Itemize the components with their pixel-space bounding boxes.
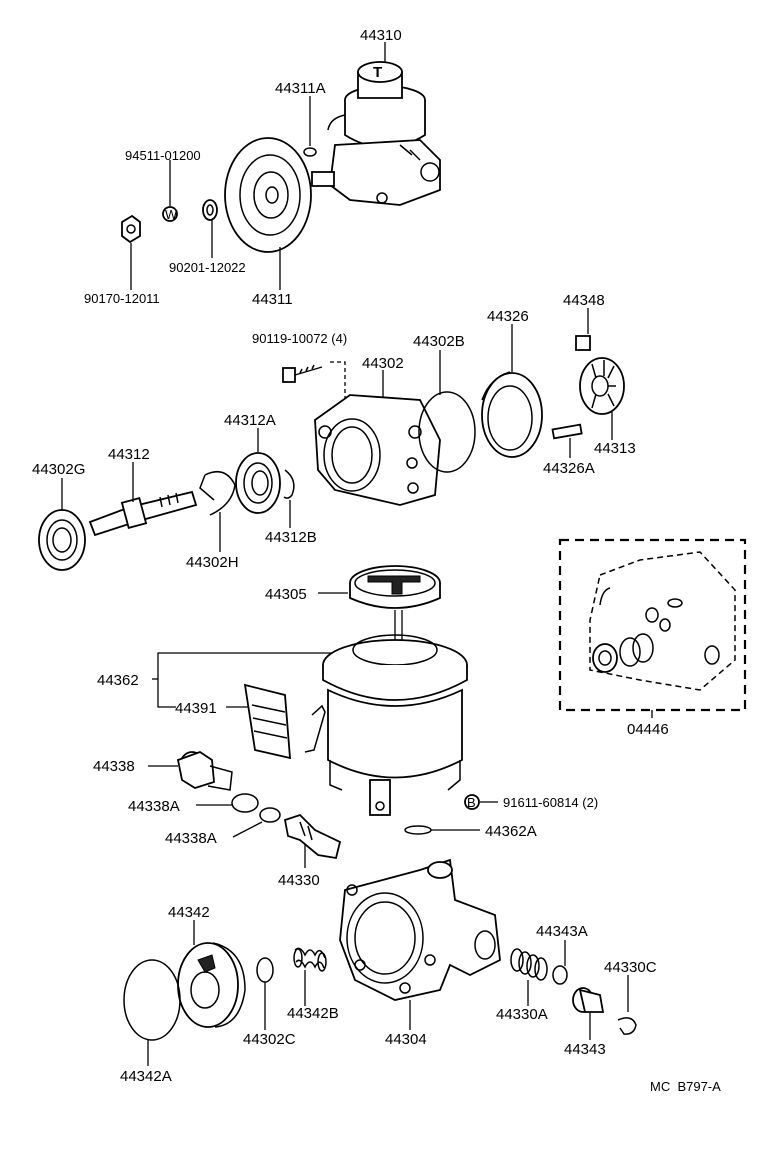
oring-44302C bbox=[256, 957, 274, 983]
spring-44330A bbox=[510, 948, 548, 981]
label-44310: 44310 bbox=[360, 27, 402, 44]
screen-44391 bbox=[243, 683, 291, 760]
label-44302C: 44302C bbox=[243, 1031, 296, 1048]
seal-44302G bbox=[38, 509, 86, 571]
figure-code: MC B797-A bbox=[650, 1079, 721, 1094]
label-44312B: 44312B bbox=[265, 529, 317, 546]
label-44342: 44342 bbox=[168, 904, 210, 921]
oring-44343A bbox=[552, 965, 568, 985]
plug-44343 bbox=[572, 987, 605, 1013]
washer-90201 bbox=[202, 199, 218, 221]
label-44330C: 44330C bbox=[604, 959, 657, 976]
valve-44330 bbox=[283, 813, 342, 860]
label-44302B: 44302B bbox=[413, 333, 465, 350]
gasket-kit-inset bbox=[558, 538, 747, 712]
oring-44362A bbox=[404, 825, 432, 835]
label-44343: 44343 bbox=[564, 1041, 606, 1058]
pulley-drawing bbox=[224, 137, 312, 253]
washer-mark-w: W bbox=[165, 207, 178, 222]
label-44330: 44330 bbox=[278, 872, 320, 889]
spring-44342B bbox=[293, 947, 327, 972]
label-44311: 44311 bbox=[252, 291, 293, 308]
housing-44304-drawing bbox=[339, 858, 501, 1001]
label-44313: 44313 bbox=[594, 440, 636, 457]
label-44362: 44362 bbox=[97, 672, 139, 689]
label-44326A: 44326A bbox=[543, 460, 595, 477]
label-90201-12022: 90201-12022 bbox=[169, 260, 246, 275]
label-44343A: 44343A bbox=[536, 923, 588, 940]
oring-44338A-2 bbox=[259, 807, 281, 823]
label-44326: 44326 bbox=[487, 308, 529, 325]
shaft-44312 bbox=[88, 490, 198, 537]
leader-lines bbox=[61, 42, 653, 1066]
part-labels: 44310 44311A 94511-01200 90201-12022 443… bbox=[32, 27, 721, 1094]
key-44311A bbox=[303, 147, 317, 157]
label-44302: 44302 bbox=[362, 355, 404, 372]
label-44304: 44304 bbox=[385, 1031, 427, 1048]
label-44338: 44338 bbox=[93, 758, 135, 775]
label-91611-60814: 91611-60814 (2) bbox=[503, 795, 598, 810]
oring-44338A-1 bbox=[231, 793, 259, 813]
label-44391: 44391 bbox=[175, 700, 217, 717]
label-44348: 44348 bbox=[563, 292, 605, 309]
label-90170-12011: 90170-12011 bbox=[84, 291, 160, 306]
housing-44302-drawing bbox=[314, 394, 441, 506]
svg-text:T: T bbox=[373, 64, 382, 81]
label-44302H: 44302H bbox=[186, 554, 239, 571]
pump-assembly-drawing: T bbox=[311, 61, 441, 206]
clip-44330C bbox=[617, 1017, 637, 1035]
label-44338A-2: 44338A bbox=[165, 830, 217, 847]
label-44330A: 44330A bbox=[496, 1006, 548, 1023]
label-44338A-1: 44338A bbox=[128, 798, 180, 815]
label-44342A: 44342A bbox=[120, 1068, 172, 1085]
label-44311A: 44311A bbox=[275, 80, 326, 97]
reservoir-44362-drawing bbox=[304, 634, 468, 816]
label-90119-10072: 90119-10072 (4) bbox=[252, 331, 347, 346]
nut-90170 bbox=[121, 214, 141, 244]
label-44302G: 44302G bbox=[32, 461, 85, 478]
bearing-44312A bbox=[235, 452, 281, 514]
washer-94511 bbox=[162, 206, 178, 222]
label-44305: 44305 bbox=[265, 586, 307, 603]
oring-44342A bbox=[123, 959, 181, 1041]
label-44342B: 44342B bbox=[287, 1005, 339, 1022]
bolt-marker-b bbox=[464, 794, 480, 810]
bolt-90119 bbox=[282, 364, 323, 383]
snap-ring-44312B bbox=[283, 469, 295, 499]
label-94511-01200: 94511-01200 bbox=[125, 148, 201, 163]
cam-ring-44326 bbox=[481, 371, 543, 458]
fitting-44338 bbox=[176, 750, 233, 791]
label-04446: 04446 bbox=[627, 721, 669, 738]
snap-ring-44302H bbox=[199, 470, 236, 516]
label-44312: 44312 bbox=[108, 446, 150, 463]
rotor-44313 bbox=[579, 357, 625, 415]
reservoir-cap-44305 bbox=[349, 565, 441, 645]
label-44312A: 44312A bbox=[224, 412, 276, 429]
svg-text:B: B bbox=[467, 795, 476, 810]
vane-44348 bbox=[575, 335, 591, 351]
pin-44326A bbox=[551, 423, 583, 440]
oring-44302B bbox=[418, 391, 476, 473]
label-44362A: 44362A bbox=[485, 823, 537, 840]
plate-44342 bbox=[177, 942, 246, 1028]
